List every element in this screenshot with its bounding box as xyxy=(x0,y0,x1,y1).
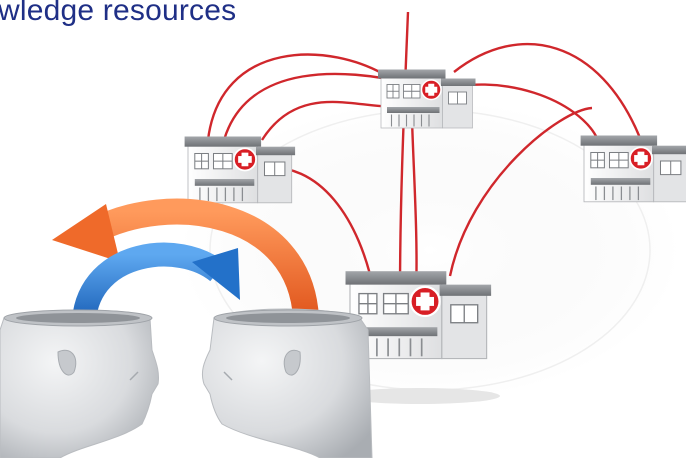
blue-arrow xyxy=(72,242,240,322)
connection-line xyxy=(448,106,593,277)
connection-line xyxy=(206,53,391,141)
orange-arrow xyxy=(52,198,319,320)
connection-line xyxy=(453,42,642,139)
head-right xyxy=(201,308,373,458)
hospital-right xyxy=(579,134,686,203)
hospital-front-shadow xyxy=(340,388,500,404)
hospital-top xyxy=(377,68,477,129)
head-left xyxy=(0,309,159,458)
slide-title: wledge resources xyxy=(0,0,237,27)
connection-line xyxy=(398,11,410,293)
